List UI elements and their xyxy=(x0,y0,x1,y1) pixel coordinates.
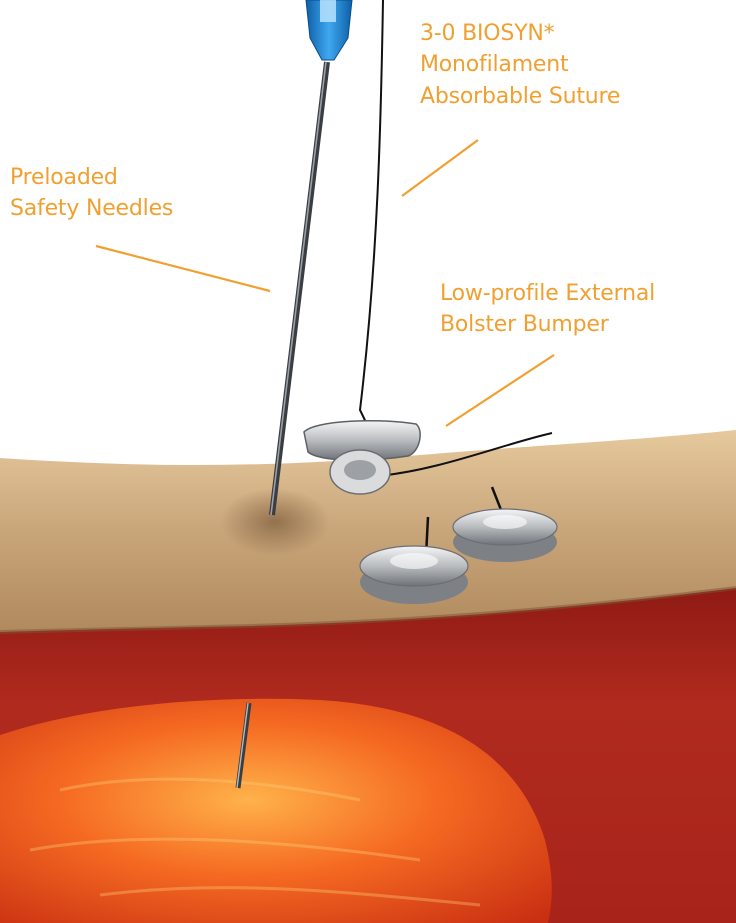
suture-callout-line: Absorbable Suture xyxy=(420,81,620,112)
needles-leader-line xyxy=(96,246,270,291)
suture-callout-line: Monofilament xyxy=(420,49,620,80)
needles-callout-line: Safety Needles xyxy=(10,193,173,224)
needle-hub-window xyxy=(320,0,336,22)
bumper-leader-line xyxy=(446,355,554,426)
bumper-callout-line: Bolster Bumper xyxy=(440,309,655,340)
suture-callout-line: 3-0 BIOSYN* xyxy=(420,18,620,49)
bumper-callout: Low-profile External Bolster Bumper xyxy=(440,278,655,341)
needles-callout: Preloaded Safety Needles xyxy=(10,162,173,225)
bumper-callout-line: Low-profile External xyxy=(440,278,655,309)
suture-callout: 3-0 BIOSYN* Monofilament Absorbable Sutu… xyxy=(420,18,620,112)
needles-callout-line: Preloaded xyxy=(10,162,173,193)
suture-leader-line xyxy=(402,140,478,196)
